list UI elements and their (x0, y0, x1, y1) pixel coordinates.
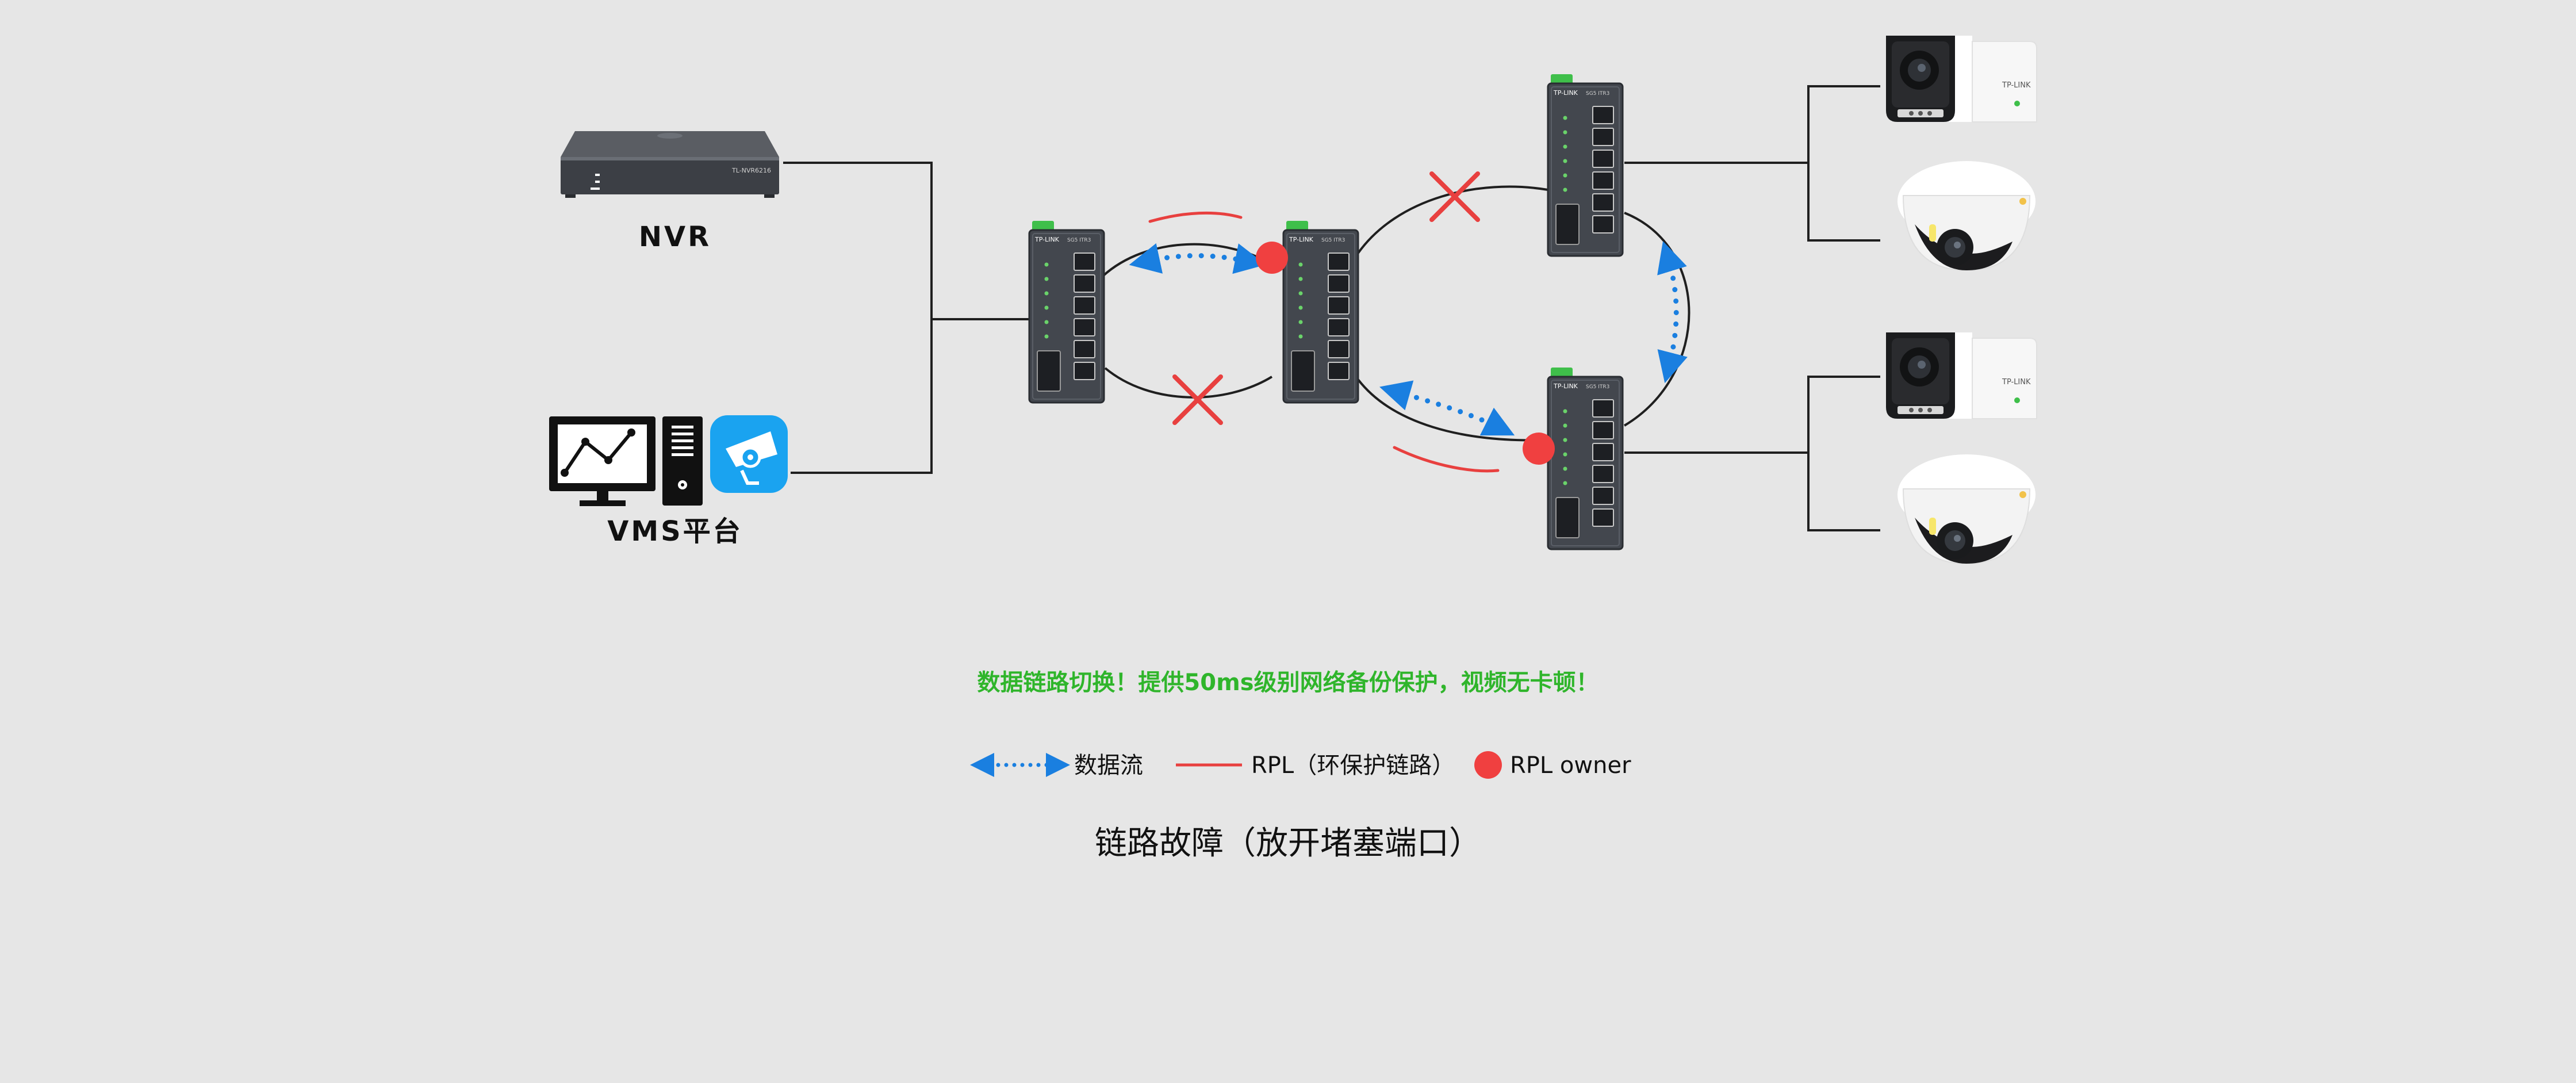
camera-dome-1 (1897, 160, 2036, 271)
wiring (783, 85, 1880, 531)
pc-tower-icon (662, 416, 703, 506)
ring-link-s2-s3 (1357, 185, 1548, 254)
failure-x-bottom (1172, 374, 1223, 425)
data-flow-arrows (1129, 241, 1688, 436)
rpl-owner-dot-s2 (1256, 242, 1288, 274)
switch-2-model: SG5 ITR3 (1321, 238, 1345, 243)
switch-1-model: SG5 ITR3 (1067, 238, 1091, 243)
rpl-links (1148, 211, 1500, 473)
caption-text: 链路故障（放开堵塞端口） (1095, 825, 1481, 862)
switch-4: TP-LINK SG5 ITR3 (1547, 366, 1624, 550)
vms-device (549, 415, 788, 506)
ring-link-s3-s4 (1623, 212, 1690, 427)
legend: 数据流 RPL（环保护链路） RPL owner (970, 751, 1631, 779)
legend-rpl-label: RPL（环保护链路） (1251, 752, 1455, 779)
camera-bullet-1: TP-LINK (1885, 35, 2037, 123)
legend-data-flow: 数据流 (970, 752, 1143, 779)
legend-rpl: RPL（环保护链路） (1176, 752, 1455, 779)
camera-bullet-2-brand: TP-LINK (2002, 378, 2031, 386)
failure-x-top (1429, 171, 1480, 222)
vms-link (791, 319, 933, 474)
rpl-arc-top (1148, 211, 1243, 223)
rpl-arc-bottom (1393, 446, 1500, 473)
camera-bullet-1-brand: TP-LINK (2002, 81, 2031, 90)
rpl-owner-markers (1256, 242, 1555, 465)
nvr-model-label: TL-NVR6216 (731, 167, 771, 174)
nvr-link (783, 162, 933, 319)
camera-branch-top (1807, 85, 1880, 242)
switch-2: TP-LINK SG5 ITR3 (1282, 220, 1359, 404)
switch-2-brand: TP-LINK (1289, 236, 1314, 243)
legend-rpl-owner-label: RPL owner (1510, 752, 1631, 779)
headline-text: 数据链路切换！提供50ms级别网络备份保护，视频无卡顿！ (977, 669, 1598, 696)
switch-4-brand: TP-LINK (1553, 382, 1578, 390)
vms-label: VMS平台 (607, 515, 743, 548)
vms-app-icon (710, 415, 788, 493)
legend-rpl-owner: RPL owner (1474, 751, 1631, 779)
switch-3-model: SG5 ITR3 (1586, 91, 1609, 97)
link-failures (1172, 171, 1480, 425)
switch-1-brand: TP-LINK (1034, 236, 1060, 243)
monitor-icon (549, 416, 656, 506)
switch-4-model: SG5 ITR3 (1586, 384, 1609, 390)
switch-3: TP-LINK SG5 ITR3 (1547, 73, 1624, 257)
switch-3-brand: TP-LINK (1553, 89, 1578, 97)
nvr-device: TL-NVR6216 (561, 131, 779, 198)
flow-arrow-s3-s4 (1657, 241, 1688, 384)
legend-data-flow-label: 数据流 (1074, 752, 1143, 779)
rpl-owner-dot-s4 (1523, 433, 1555, 465)
nvr-label: NVR (639, 221, 711, 253)
switch-1: TP-LINK SG5 ITR3 (1028, 220, 1105, 404)
flow-arrow-s1-s2 (1129, 243, 1266, 274)
camera-branch-bottom (1807, 376, 1880, 531)
ring-links (1102, 185, 1690, 442)
camera-dome-2 (1897, 454, 2036, 564)
ring-link-s1-s2-bottom (1104, 367, 1273, 399)
ring-link-s2-s4 (1357, 378, 1548, 442)
flow-arrow-s2-s4 (1379, 380, 1515, 436)
camera-bullet-2: TP-LINK (1885, 332, 2037, 419)
